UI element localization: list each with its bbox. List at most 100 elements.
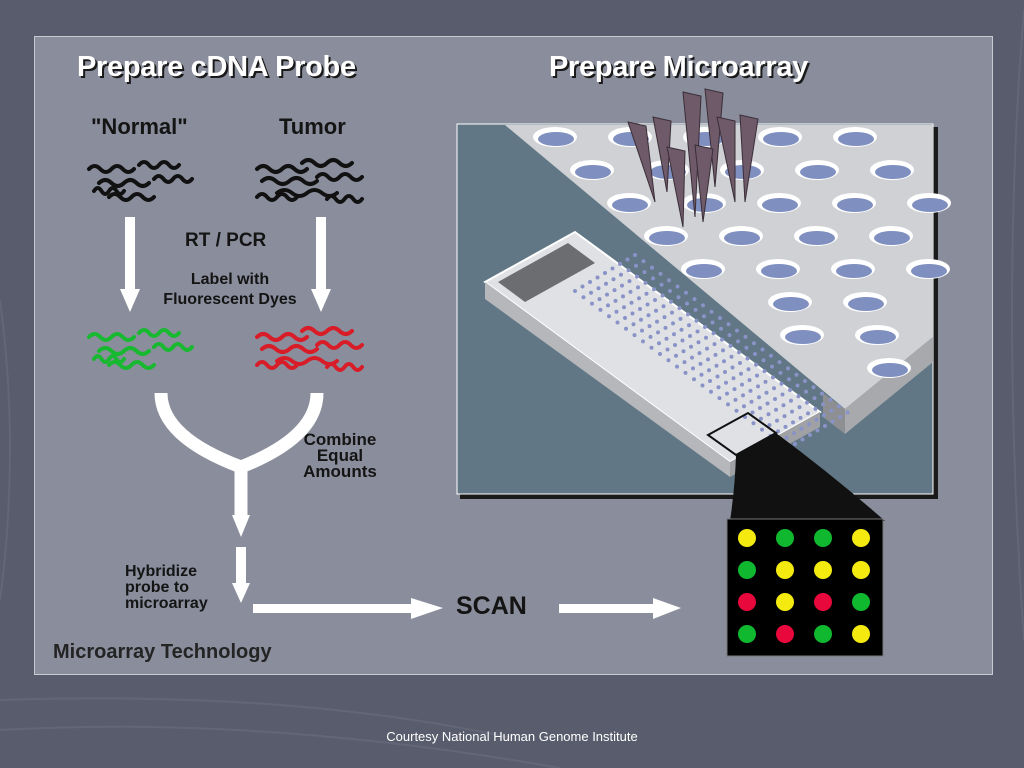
pipette-tip	[666, 146, 686, 228]
slide-spot	[811, 385, 816, 390]
slide-spot	[815, 428, 820, 433]
slide-spot	[633, 253, 637, 257]
dna-strand	[275, 356, 339, 366]
slide-spot	[674, 353, 678, 358]
slide-spot	[828, 397, 833, 402]
dna-strand	[97, 346, 151, 356]
slide-spot	[705, 346, 709, 351]
dna-strand	[260, 344, 319, 354]
result-spot-green	[738, 561, 756, 579]
slide-spot	[699, 372, 704, 377]
well-liquid	[911, 264, 947, 278]
slide-spot	[596, 286, 601, 291]
slide-spot	[771, 375, 775, 380]
tumor-label: Tumor	[279, 114, 346, 139]
slide-spot	[829, 408, 834, 413]
slide-spot	[788, 388, 792, 392]
probe-title: Prepare cDNA Probe	[77, 51, 356, 83]
slide-spot	[804, 389, 808, 394]
well-liquid	[763, 132, 799, 146]
slide-spot	[750, 410, 755, 415]
slide-spot	[700, 383, 705, 388]
slide-spot	[686, 312, 690, 317]
scan-arrow-left	[253, 598, 443, 619]
dna-strand	[152, 174, 194, 184]
slide-spot	[773, 397, 777, 401]
slide-spot	[767, 423, 772, 428]
slide-spot	[764, 390, 769, 395]
result-spot-yellow	[852, 561, 870, 579]
label-step: Label with Fluorescent Dyes	[163, 271, 297, 308]
well-liquid	[538, 132, 574, 146]
slide-spot	[726, 402, 730, 407]
slide-spot	[673, 343, 677, 347]
slide-spot	[702, 314, 706, 319]
slide-spot	[605, 292, 609, 297]
slide-spot	[642, 270, 647, 275]
slide-spot	[669, 299, 673, 304]
slide-spot	[735, 328, 739, 333]
dna-strand	[275, 188, 339, 198]
slide-spot	[820, 391, 824, 396]
green-labeled-probe-icon	[87, 328, 194, 370]
scan-arrow-right	[559, 598, 681, 619]
slide-spot	[634, 263, 638, 268]
slide-spot	[791, 420, 795, 425]
slide-spot	[789, 398, 793, 403]
slide-spot	[639, 317, 643, 322]
slide-spot	[782, 414, 787, 419]
slide-spot	[635, 274, 639, 279]
slide-spot	[757, 395, 761, 400]
well-liquid	[874, 231, 910, 245]
pipette-tips-icon	[627, 88, 759, 228]
slide-spot	[627, 279, 632, 284]
slide-spot	[650, 265, 654, 270]
well-liquid	[761, 264, 797, 278]
slide-spot	[655, 319, 659, 324]
well-liquid	[912, 198, 948, 212]
slide-spot	[628, 289, 633, 294]
dna-strand	[97, 178, 151, 188]
slide-spot	[774, 407, 778, 412]
slide-spot	[797, 405, 802, 410]
slide-spot	[794, 372, 799, 377]
slide-spot	[772, 386, 776, 391]
result-spot-red	[814, 593, 832, 611]
slide-spot	[755, 373, 759, 378]
slide-spot	[738, 361, 742, 365]
slide-spot	[693, 307, 698, 312]
slide-spot	[814, 417, 819, 422]
slide-spot	[684, 290, 688, 295]
slide-spot	[604, 281, 608, 286]
slide-spot	[698, 361, 703, 366]
slide-spot	[704, 335, 708, 340]
slide-spot	[641, 339, 645, 344]
slide-spot	[607, 314, 611, 319]
slide-spot	[786, 366, 790, 371]
slide-spot	[622, 305, 626, 310]
slide-spot	[629, 300, 634, 305]
result-spot-green	[814, 529, 832, 547]
slide-spot	[701, 303, 705, 308]
slide-spot	[652, 287, 656, 292]
slide-spot	[676, 295, 681, 300]
slide-spot	[784, 435, 789, 440]
well-liquid	[649, 231, 685, 245]
well-liquid	[838, 132, 874, 146]
microarray-diagram	[87, 88, 951, 657]
hybridize-step: Hybridize probe to microarray	[125, 563, 208, 612]
well-liquid	[785, 330, 821, 344]
down-arrow-normal	[120, 217, 140, 312]
slide-spot	[703, 325, 707, 329]
slide-spot	[598, 307, 603, 312]
slide-spot	[692, 377, 696, 382]
well-liquid	[724, 231, 760, 245]
slide-spot	[614, 309, 619, 314]
pipette-tip	[627, 121, 656, 203]
pipette-tip	[739, 114, 759, 203]
slide-spot	[689, 344, 693, 349]
slide-spot	[732, 387, 737, 392]
slide-spot	[678, 316, 683, 321]
result-spot-green	[814, 625, 832, 643]
slide-spot	[723, 370, 727, 374]
